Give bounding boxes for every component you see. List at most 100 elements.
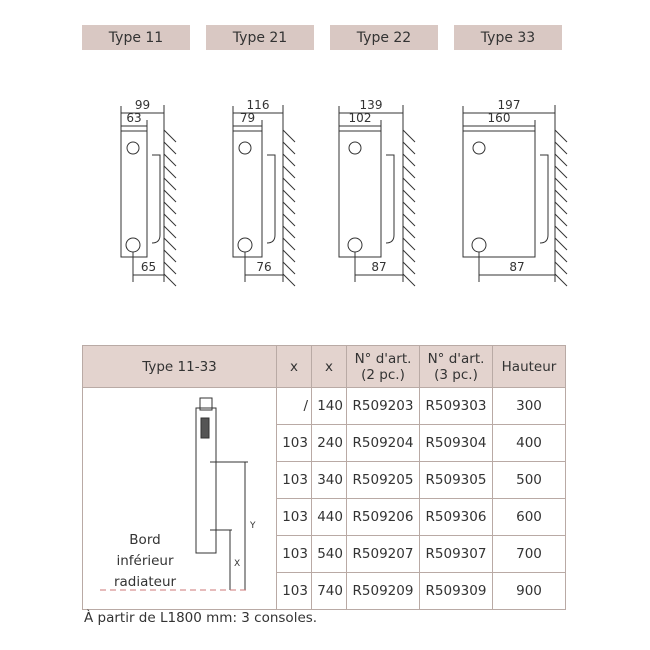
wall-hatch [163,261,177,275]
wall-hatch [282,261,296,275]
wall-hatch [163,249,177,263]
panel-dim-label: 102 [349,111,372,125]
wall-hatch [554,213,568,227]
mount-diagram-cell [82,387,277,610]
wall-hatch [402,249,416,263]
wall-hatch [402,189,416,203]
table-cell: R509204 [346,424,420,462]
overall-dim-label: 197 [498,98,521,112]
wall-hatch [554,189,568,203]
tab-type-21: Type 21 [206,25,314,50]
wall-hatch [554,249,568,263]
wall-hatch [402,141,416,155]
table-cell: 103 [276,498,312,536]
table-cell: R509305 [419,461,493,499]
table-cell: 300 [492,387,566,425]
bottom-dim-label: 87 [509,260,524,274]
wall-hatch [554,141,568,155]
table-cell: R509309 [419,572,493,610]
wall-hatch [282,153,296,167]
header-art3: N° d'art. (3 pc.) [419,345,493,388]
wall-hatch [554,261,568,275]
radiator-panel [462,130,536,258]
bracket [539,154,549,244]
radiator-panel [232,130,263,258]
wall-hatch [554,201,568,215]
wall-hatch [282,225,296,239]
wall-hatch [163,177,177,191]
table-cell: 600 [492,498,566,536]
wall-hatch [402,165,416,179]
wall-hatch [402,225,416,239]
overall-dim-label: 116 [247,98,270,112]
table-cell: R509203 [346,387,420,425]
wall-hatch [554,129,568,143]
wall-hatch [402,153,416,167]
tab-type-22: Type 22 [330,25,438,50]
wall-hatch [402,273,416,287]
overall-dim-label: 139 [360,98,383,112]
edge-label-line: Bord [129,532,161,548]
header-art2: N° d'art. (2 pc.) [346,345,420,388]
table-cell: 440 [311,498,347,536]
panel-dim-label: 79 [240,111,255,125]
wall-hatch [402,261,416,275]
wall-hatch [282,177,296,191]
wall-hatch [282,237,296,251]
header-x2: x [311,345,347,388]
table-cell: 103 [276,572,312,610]
bracket [151,154,161,244]
table-cell: 140 [311,387,347,425]
radiator-panel [120,130,148,258]
valve-bottom [125,237,141,253]
wall-hatch [554,225,568,239]
wall-hatch [163,165,177,179]
wall-hatch [282,201,296,215]
wall-hatch [554,177,568,191]
table-cell: R509209 [346,572,420,610]
table-cell: R509307 [419,535,493,573]
table-cell: R509303 [419,387,493,425]
valve-bottom [347,237,363,253]
table-cell: R509207 [346,535,420,573]
footnote: À partir de L1800 mm: 3 consoles. [84,610,318,626]
wall-hatch [163,153,177,167]
table-cell: 500 [492,461,566,499]
wall-hatch [402,237,416,251]
edge-label: Bord inférieur radiateur [100,530,190,593]
wall-hatch [282,141,296,155]
radiator-panel [338,130,382,258]
tab-type-11: Type 11 [82,25,190,50]
wall-hatch [163,201,177,215]
wall-hatch [282,189,296,203]
table-cell: 240 [311,424,347,462]
header-type: Type 11-33 [82,345,277,388]
overall-dim-label: 99 [135,98,150,112]
table-cell: 900 [492,572,566,610]
table-cell: 103 [276,461,312,499]
table-cell: R509205 [346,461,420,499]
valve-bottom [471,237,487,253]
wall-hatch [554,273,568,287]
wall-hatch [282,249,296,263]
header-hauteur: Hauteur [492,345,566,388]
header-x1: x [276,345,312,388]
wall-hatch [402,201,416,215]
bracket [385,154,395,244]
valve-top [238,141,252,155]
wall-hatch [163,213,177,227]
table-cell: 540 [311,535,347,573]
valve-top [348,141,362,155]
wall-hatch [402,177,416,191]
panel-dim-label: 160 [488,111,511,125]
bottom-dim-label: 87 [371,260,386,274]
table-cell: 740 [311,572,347,610]
wall-hatch [282,213,296,227]
wall-hatch [282,129,296,143]
bottom-dim-label: 76 [256,260,271,274]
table-cell: 400 [492,424,566,462]
wall-hatch [163,129,177,143]
